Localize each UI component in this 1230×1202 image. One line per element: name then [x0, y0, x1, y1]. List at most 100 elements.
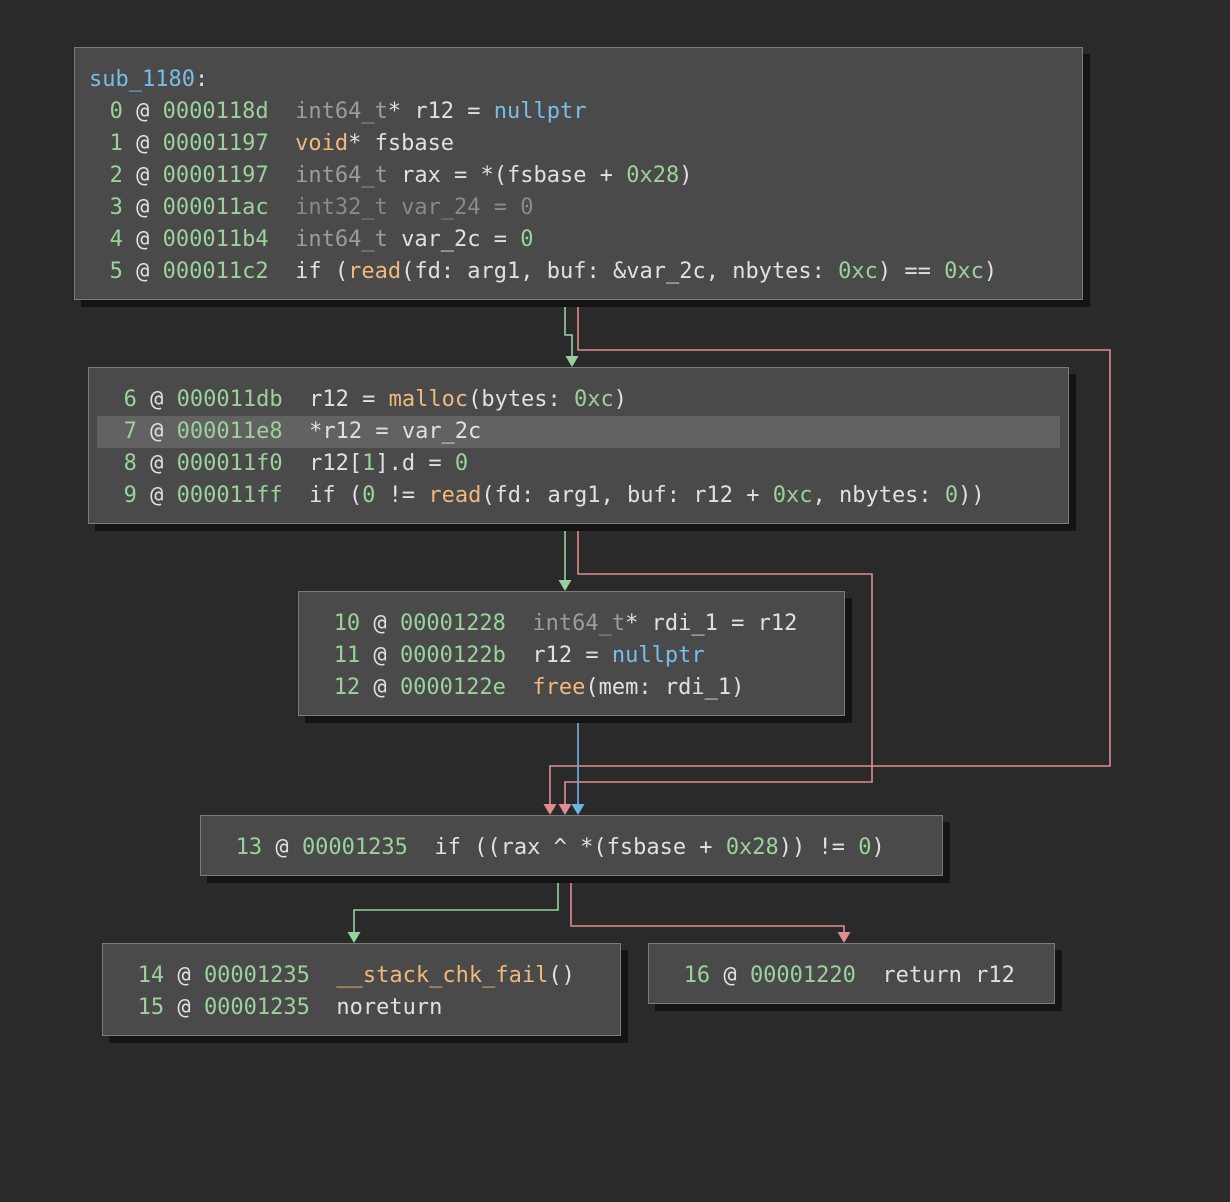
code-token-type[interactable]: int64_t [295, 227, 388, 252]
instruction-address[interactable]: 00001235 [301, 835, 408, 860]
code-token-type[interactable]: int64_t [295, 99, 388, 124]
code-token-sym[interactable]: nullptr [611, 643, 705, 668]
code-token-text: r12[ [309, 451, 363, 476]
instruction-line[interactable]: 3 @ 000011ac int32_t var_24 = 0 [83, 192, 1074, 224]
code-token-text: r12 = [309, 387, 389, 412]
instruction-line[interactable]: 13 @ 00001235 if ((rax ^ *(fsbase + 0x28… [209, 832, 934, 864]
code-token-func[interactable]: __stack_chk_fail [336, 963, 549, 988]
code-token-num[interactable]: 0 [944, 483, 959, 508]
instruction-line[interactable]: 10 @ 00001228 int64_t* rdi_1 = r12 [307, 608, 836, 640]
edge-unconditional-b2-to-b3[interactable] [571, 716, 585, 815]
instruction-line[interactable]: 6 @ 000011db r12 = malloc(bytes: 0xc) [97, 384, 1060, 416]
code-token-text: ) [871, 835, 885, 860]
instruction-index: 6 [123, 387, 137, 412]
code-token-sym[interactable]: nullptr [493, 99, 587, 124]
code-token-text: return r12 [882, 963, 1015, 988]
instruction-index: 5 [109, 259, 123, 284]
basic-block-return[interactable]: 16 @ 00001220 return r12 [648, 943, 1055, 1004]
code-token-num[interactable]: 0xc [944, 259, 984, 284]
edge-true-b3-to-b4[interactable] [347, 876, 559, 943]
instruction-line[interactable]: 15 @ 00001235 noreturn [111, 992, 612, 1024]
code-token-func[interactable]: read [348, 259, 402, 284]
basic-block-malloc-read[interactable]: 6 @ 000011db r12 = malloc(bytes: 0xc)7 @… [88, 367, 1069, 524]
instruction-line[interactable]: 12 @ 0000122e free(mem: rdi_1) [307, 672, 836, 704]
instruction-address[interactable]: 000011e8 [176, 419, 283, 444]
edge-arrowhead [558, 804, 572, 815]
code-token-num[interactable]: 0 [858, 835, 872, 860]
instruction-line[interactable]: 11 @ 0000122b r12 = nullptr [307, 640, 836, 672]
code-token-num[interactable]: 0 [454, 451, 469, 476]
instruction-address[interactable]: 000011f0 [176, 451, 283, 476]
code-token-text: != [375, 483, 429, 508]
instruction-address[interactable]: 00001235 [203, 963, 310, 988]
instruction-address[interactable]: 00001197 [162, 131, 269, 156]
code-token-num[interactable]: 0 [520, 227, 534, 252]
instruction-line[interactable]: 8 @ 000011f0 r12[1].d = 0 [97, 448, 1060, 480]
instruction-line[interactable]: 14 @ 00001235 __stack_chk_fail() [111, 960, 612, 992]
code-token-type[interactable]: int64_t [295, 163, 388, 188]
code-token-text: if ((rax ^ *(fsbase + [434, 835, 726, 860]
code-token-num[interactable]: 0 [362, 483, 376, 508]
basic-block-stack-check[interactable]: 13 @ 00001235 if ((rax ^ *(fsbase + 0x28… [200, 815, 943, 876]
edge-arrowhead [347, 932, 361, 943]
instruction-address[interactable]: 00001197 [162, 163, 269, 188]
code-token-func[interactable]: free [532, 675, 586, 700]
instruction-line[interactable]: 9 @ 000011ff if (0 != read(fd: arg1, buf… [97, 480, 1060, 512]
instruction-line[interactable]: 0 @ 0000118d int64_t* r12 = nullptr [83, 96, 1074, 128]
instruction-line[interactable]: 1 @ 00001197 void* fsbase [83, 128, 1074, 160]
code-token-num[interactable]: 0x28 [725, 835, 779, 860]
code-token-num[interactable]: 0xc [574, 387, 614, 412]
instruction-index: 2 [109, 163, 123, 188]
code-token-text: )) != [778, 835, 859, 860]
edge-false-b0-to-b3[interactable] [543, 300, 1111, 815]
basic-block-entry[interactable]: sub_1180: 0 @ 0000118d int64_t* r12 = nu… [74, 47, 1083, 300]
edge-arrowhead [837, 932, 851, 943]
code-token-func[interactable]: void [295, 131, 349, 156]
code-token-func[interactable]: read [428, 483, 482, 508]
code-token-num[interactable]: 0xc [838, 259, 878, 284]
at-separator: @ [360, 643, 400, 668]
instruction-line[interactable]: 7 @ 000011e8 *r12 = var_2c [97, 416, 1060, 448]
at-separator: @ [122, 131, 163, 156]
instruction-line[interactable]: 4 @ 000011b4 int64_t var_2c = 0 [83, 224, 1074, 256]
code-token-num[interactable]: 0x28 [626, 163, 680, 188]
code-token-type[interactable]: int64_t [532, 611, 626, 636]
at-separator: @ [122, 195, 163, 220]
instruction-address[interactable]: 000011b4 [162, 227, 269, 252]
instruction-address[interactable]: 0000122e [399, 675, 506, 700]
code-token-text: *r12 = var_2c [309, 419, 482, 444]
edge-arrowhead [571, 804, 585, 815]
instruction-line[interactable]: 2 @ 00001197 int64_t rax = *(fsbase + 0x… [83, 160, 1074, 192]
instruction-address[interactable]: 0000122b [399, 643, 506, 668]
instruction-address[interactable]: 000011ac [162, 195, 269, 220]
instruction-address[interactable]: 000011ff [176, 483, 283, 508]
instruction-index: 15 [137, 995, 165, 1020]
instruction-address[interactable]: 000011c2 [162, 259, 269, 284]
instruction-address[interactable]: 0000118d [162, 99, 269, 124]
function-name-label[interactable]: sub_1180: [89, 67, 209, 92]
instruction-address[interactable]: 00001235 [203, 995, 310, 1020]
instruction-index: 0 [109, 99, 123, 124]
edge-false-b1-to-b3[interactable] [558, 524, 873, 815]
edge-true-b0-to-b1[interactable] [564, 300, 579, 367]
code-token-num[interactable]: 1 [362, 451, 376, 476]
edge-false-b3-to-b5[interactable] [570, 876, 851, 943]
basic-block-stack-chk-fail[interactable]: 14 @ 00001235 __stack_chk_fail()15 @ 000… [102, 943, 621, 1036]
at-separator: @ [136, 483, 177, 508]
instruction-index: 7 [123, 419, 137, 444]
instruction-address[interactable]: 000011db [176, 387, 283, 412]
instruction-line[interactable]: 5 @ 000011c2 if (read(fd: arg1, buf: &va… [83, 256, 1074, 288]
instruction-index: 8 [123, 451, 137, 476]
at-separator: @ [136, 451, 177, 476]
at-separator: @ [122, 259, 163, 284]
code-token-func[interactable]: malloc [388, 387, 469, 412]
code-token-text: noreturn [336, 995, 443, 1020]
code-token-text: (fd: arg1, buf: &var_2c, nbytes: [401, 259, 839, 284]
instruction-line[interactable]: 16 @ 00001220 return r12 [657, 960, 1046, 992]
instruction-index: 4 [109, 227, 123, 252]
instruction-address[interactable]: 00001228 [399, 611, 506, 636]
instruction-address[interactable]: 00001220 [749, 963, 856, 988]
code-token-num[interactable]: 0xc [772, 483, 813, 508]
edge-true-b1-to-b2[interactable] [558, 524, 572, 591]
